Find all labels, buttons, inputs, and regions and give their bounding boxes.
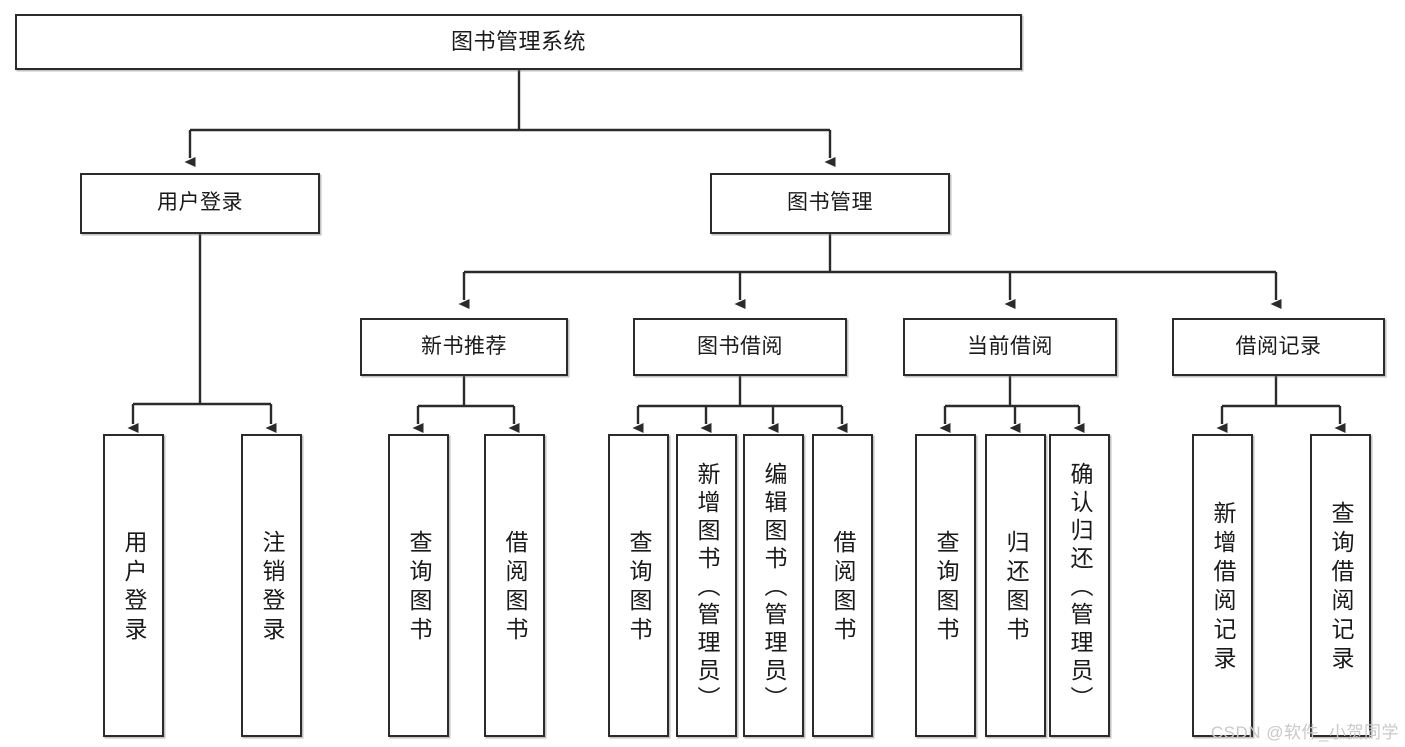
node-leaf-query-book-3[interactable]: 查询图书 bbox=[915, 434, 976, 737]
node-leaf-confirm-return[interactable]: 确认归还（管理员） bbox=[1049, 434, 1110, 737]
node-leaf-query-book-1-label: 查询图书 bbox=[406, 529, 432, 646]
node-root[interactable]: 图书管理系统 bbox=[15, 14, 1022, 70]
node-leaf-query-record[interactable]: 查询借阅记录 bbox=[1310, 434, 1371, 737]
node-leaf-borrow-book-2-label: 借阅图书 bbox=[830, 529, 856, 646]
node-new-book-recommend[interactable]: 新书推荐 bbox=[360, 318, 568, 376]
node-leaf-borrow-book-1[interactable]: 借阅图书 bbox=[484, 434, 545, 737]
node-leaf-query-book-3-label: 查询图书 bbox=[933, 529, 959, 646]
node-user-login-label: 用户登录 bbox=[157, 191, 243, 215]
node-book-manage[interactable]: 图书管理 bbox=[710, 173, 950, 234]
watermark-text: CSDN @软件_小贺同学 bbox=[1210, 723, 1399, 742]
node-borrow-record-label: 借阅记录 bbox=[1235, 334, 1322, 358]
node-book-manage-label: 图书管理 bbox=[787, 191, 873, 215]
node-leaf-borrow-book-2[interactable]: 借阅图书 bbox=[812, 434, 873, 737]
node-leaf-add-record[interactable]: 新增借阅记录 bbox=[1192, 434, 1253, 737]
node-leaf-borrow-book-1-label: 借阅图书 bbox=[502, 529, 528, 646]
node-current-borrow-label: 当前借阅 bbox=[967, 334, 1053, 358]
node-leaf-edit-book-admin[interactable]: 编辑图书（管理员） bbox=[743, 434, 804, 737]
node-leaf-edit-book-admin-label: 编辑图书（管理员） bbox=[761, 461, 787, 714]
node-leaf-logout-login-label: 注销登录 bbox=[259, 529, 285, 646]
node-leaf-return-book[interactable]: 归还图书 bbox=[985, 434, 1046, 737]
node-leaf-add-book-admin-label: 新增图书（管理员） bbox=[694, 461, 720, 714]
node-borrow-record[interactable]: 借阅记录 bbox=[1172, 318, 1385, 376]
node-leaf-confirm-return-label: 确认归还（管理员） bbox=[1067, 461, 1093, 714]
node-leaf-query-book-1[interactable]: 查询图书 bbox=[388, 434, 449, 737]
node-leaf-add-record-label: 新增借阅记录 bbox=[1210, 500, 1236, 675]
node-leaf-user-login-label: 用户登录 bbox=[121, 529, 147, 646]
node-book-borrow[interactable]: 图书借阅 bbox=[633, 318, 847, 376]
node-book-borrow-label: 图书借阅 bbox=[697, 334, 783, 358]
node-user-login[interactable]: 用户登录 bbox=[80, 173, 320, 234]
node-leaf-logout-login[interactable]: 注销登录 bbox=[241, 434, 302, 737]
node-leaf-query-book-2-label: 查询图书 bbox=[626, 529, 652, 646]
node-leaf-user-login[interactable]: 用户登录 bbox=[103, 434, 164, 737]
node-leaf-return-book-label: 归还图书 bbox=[1003, 529, 1029, 646]
node-leaf-query-book-2[interactable]: 查询图书 bbox=[608, 434, 669, 737]
node-leaf-query-record-label: 查询借阅记录 bbox=[1328, 500, 1354, 675]
node-leaf-add-book-admin[interactable]: 新增图书（管理员） bbox=[676, 434, 737, 737]
node-root-label: 图书管理系统 bbox=[450, 29, 586, 55]
node-new-book-recommend-label: 新书推荐 bbox=[421, 334, 507, 358]
node-current-borrow[interactable]: 当前借阅 bbox=[903, 318, 1117, 376]
